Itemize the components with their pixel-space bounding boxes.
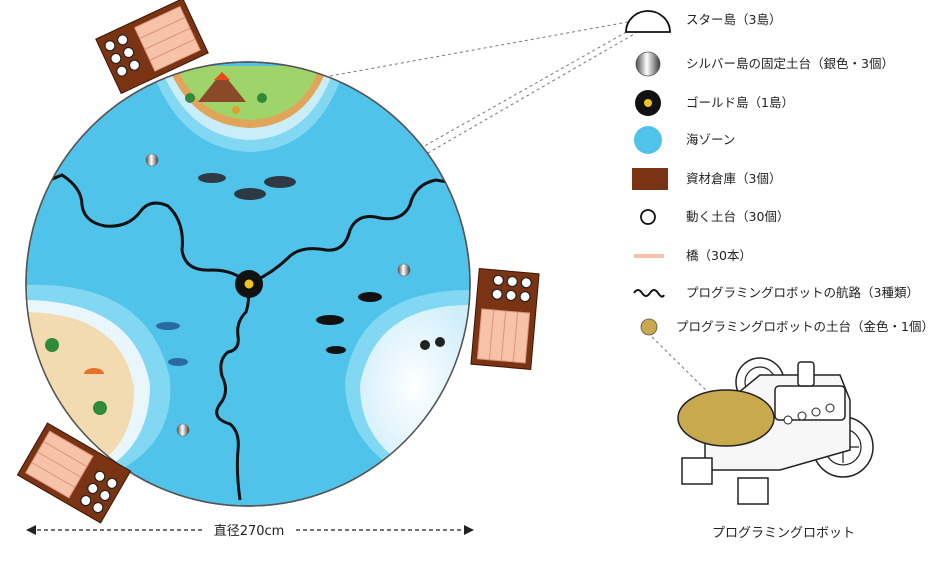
- legend-label-gold-island: ゴールド島（1島）: [686, 95, 794, 110]
- robot-base-icon: [640, 318, 658, 336]
- legend-icons: [625, 10, 671, 336]
- storage-icon: [632, 168, 668, 190]
- moving-base-icon: [640, 209, 656, 225]
- storage-top: [95, 0, 209, 95]
- legend-label-moving-base: 動く土台（30個）: [686, 209, 790, 224]
- legend-label-storage: 資材倉庫（3個）: [686, 171, 782, 186]
- diameter-label: 直径270cm: [214, 524, 285, 539]
- orcas: [316, 292, 382, 354]
- route-icon: [633, 289, 665, 298]
- legend-label-robot-base: プログラミングロボットの土台（金色・1個）: [676, 319, 934, 334]
- storage-right: [470, 268, 540, 370]
- gold-island-icon: [635, 90, 661, 116]
- diameter-arrow: [26, 525, 474, 535]
- storage-bottom-left: [16, 422, 132, 524]
- legend-label-star-island: スター島（3島）: [686, 12, 782, 27]
- legend-label-route: プログラミングロボットの航路（3種類）: [686, 285, 919, 300]
- silver-fixed-bases: [145, 153, 411, 437]
- sea-zone-icon: [634, 126, 662, 154]
- star-island-icon: [625, 10, 671, 33]
- silver-base-icon: [635, 51, 661, 77]
- whales: [198, 173, 296, 200]
- robot-caption: プログラミングロボット: [712, 526, 856, 541]
- gold-island: [235, 270, 263, 298]
- legend-label-silver-base: シルバー島の固定土台（銀色・3個）: [686, 56, 894, 71]
- star-island-top: [150, 66, 345, 152]
- legend-label-bridge: 橋（30本）: [686, 248, 752, 263]
- robot-illustration: [677, 357, 874, 505]
- dolphins: [156, 322, 188, 366]
- sea-map: [25, 61, 471, 507]
- legend-label-sea-zone: 海ゾーン: [686, 132, 736, 147]
